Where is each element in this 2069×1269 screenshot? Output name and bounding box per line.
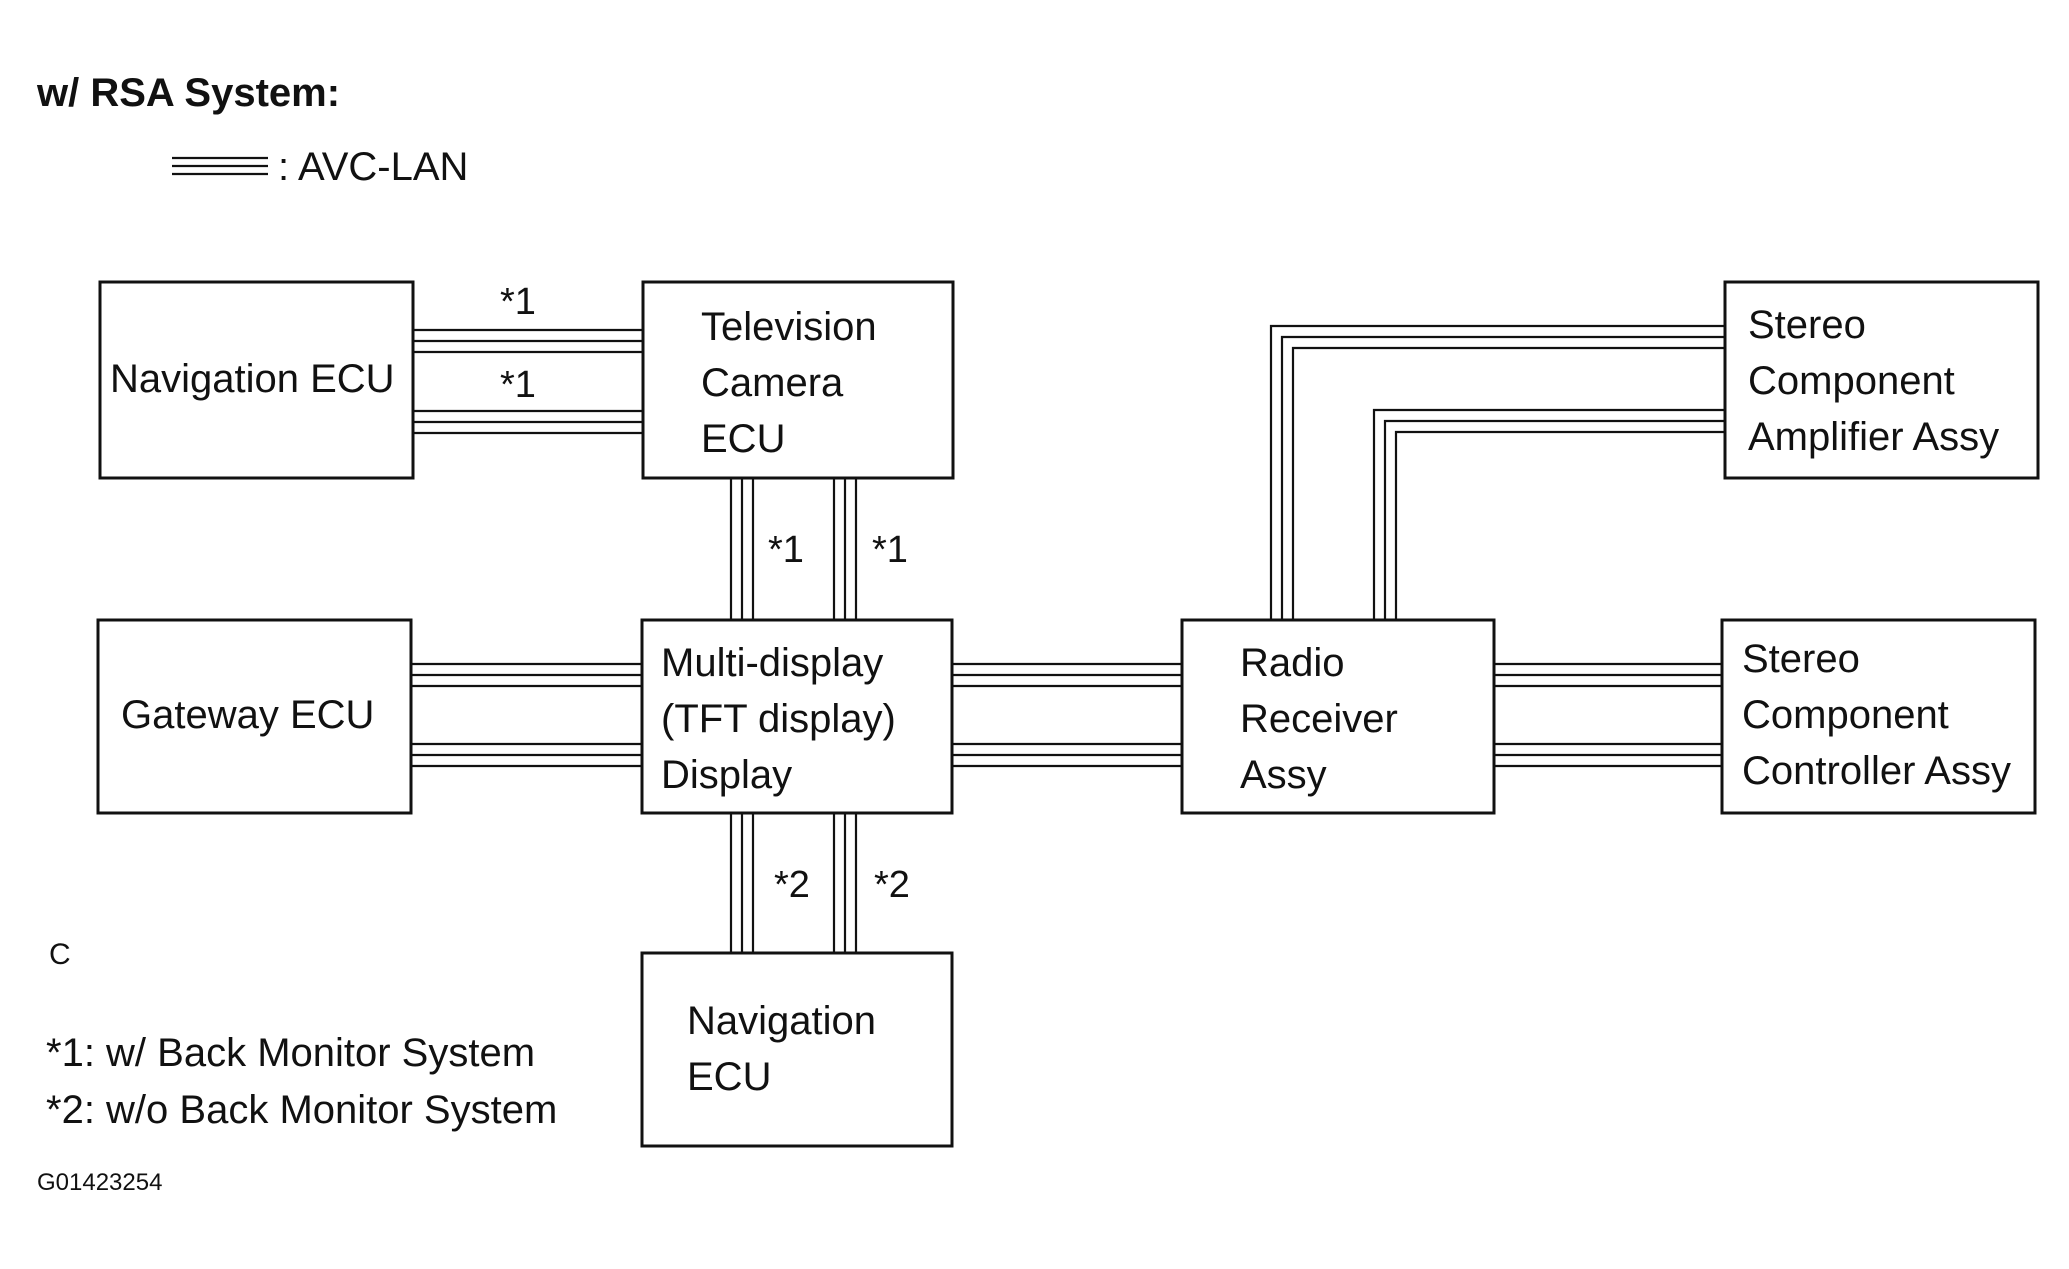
link-gateway-display-lower — [411, 742, 642, 768]
mark-nav-tv-lower: *1 — [500, 364, 536, 406]
svg-text:Navigation: Navigation — [687, 999, 876, 1043]
link-nav-tv-lower — [413, 409, 643, 435]
svg-text:Gateway ECU: Gateway ECU — [121, 693, 374, 737]
gateway-ecu-box: Gateway ECU — [96, 618, 413, 815]
link-radio-controller-lower — [1494, 742, 1722, 768]
svg-text:ECU: ECU — [701, 417, 785, 461]
mark-display-nav-right: *2 — [874, 864, 910, 906]
svg-text:Stereo: Stereo — [1742, 637, 1860, 681]
link-radio-amp-outer — [1269, 324, 1725, 620]
figure-code: G01423254 — [37, 1169, 162, 1196]
svg-text:Component: Component — [1742, 693, 1949, 737]
link-gateway-display-upper — [411, 662, 642, 688]
note-2: *2: w/o Back Monitor System — [46, 1088, 557, 1132]
legend-label: : AVC-LAN — [278, 145, 468, 189]
stereo-component-amplifier-box: Stereo Component Amplifier Assy — [1723, 280, 2040, 480]
link-radio-amp-inner — [1372, 408, 1725, 620]
mark-display-nav-left: *2 — [774, 864, 810, 906]
link-display-nav-right — [832, 813, 858, 953]
mark-nav-tv-upper: *1 — [500, 281, 536, 323]
link-nav-tv-upper — [413, 328, 643, 354]
svg-text:Controller Assy: Controller Assy — [1742, 749, 2011, 793]
television-camera-ecu-box: Television Camera ECU — [641, 280, 955, 480]
legend-line-symbol — [172, 156, 268, 176]
navigation-ecu-top-box: Navigation ECU — [98, 280, 415, 480]
svg-text:Television: Television — [701, 305, 877, 349]
svg-text:Assy: Assy — [1240, 753, 1327, 797]
multi-display-box: Multi-display (TFT display) Display — [640, 618, 954, 815]
link-display-nav-left — [729, 813, 755, 953]
mark-tv-display-right: *1 — [872, 529, 908, 571]
svg-text:Amplifier Assy: Amplifier Assy — [1748, 415, 1999, 459]
radio-receiver-assy-box: Radio Receiver Assy — [1180, 618, 1496, 815]
mark-tv-display-left: *1 — [768, 529, 804, 571]
link-display-radio-upper — [952, 662, 1182, 688]
svg-text:Camera: Camera — [701, 361, 844, 405]
svg-text:Navigation ECU: Navigation ECU — [110, 357, 395, 401]
link-display-radio-lower — [952, 742, 1182, 768]
svg-text:(TFT display): (TFT display) — [661, 697, 896, 741]
side-letter: C — [49, 938, 71, 971]
link-tv-display-right — [832, 478, 858, 622]
svg-text:Component: Component — [1748, 359, 1955, 403]
svg-text:Receiver: Receiver — [1240, 697, 1398, 741]
navigation-ecu-bottom-box: Navigation ECU — [640, 951, 954, 1148]
svg-text:Multi-display: Multi-display — [661, 641, 883, 685]
svg-text:Stereo: Stereo — [1748, 303, 1866, 347]
svg-text:ECU: ECU — [687, 1055, 771, 1099]
svg-text:Radio: Radio — [1240, 641, 1345, 685]
link-radio-controller-upper — [1494, 662, 1722, 688]
stereo-component-controller-box: Stereo Component Controller Assy — [1720, 618, 2037, 815]
note-1: *1: w/ Back Monitor System — [46, 1031, 535, 1075]
svg-text:Display: Display — [661, 753, 792, 797]
diagram-heading: w/ RSA System: — [36, 71, 340, 115]
link-tv-display-left — [729, 478, 755, 622]
